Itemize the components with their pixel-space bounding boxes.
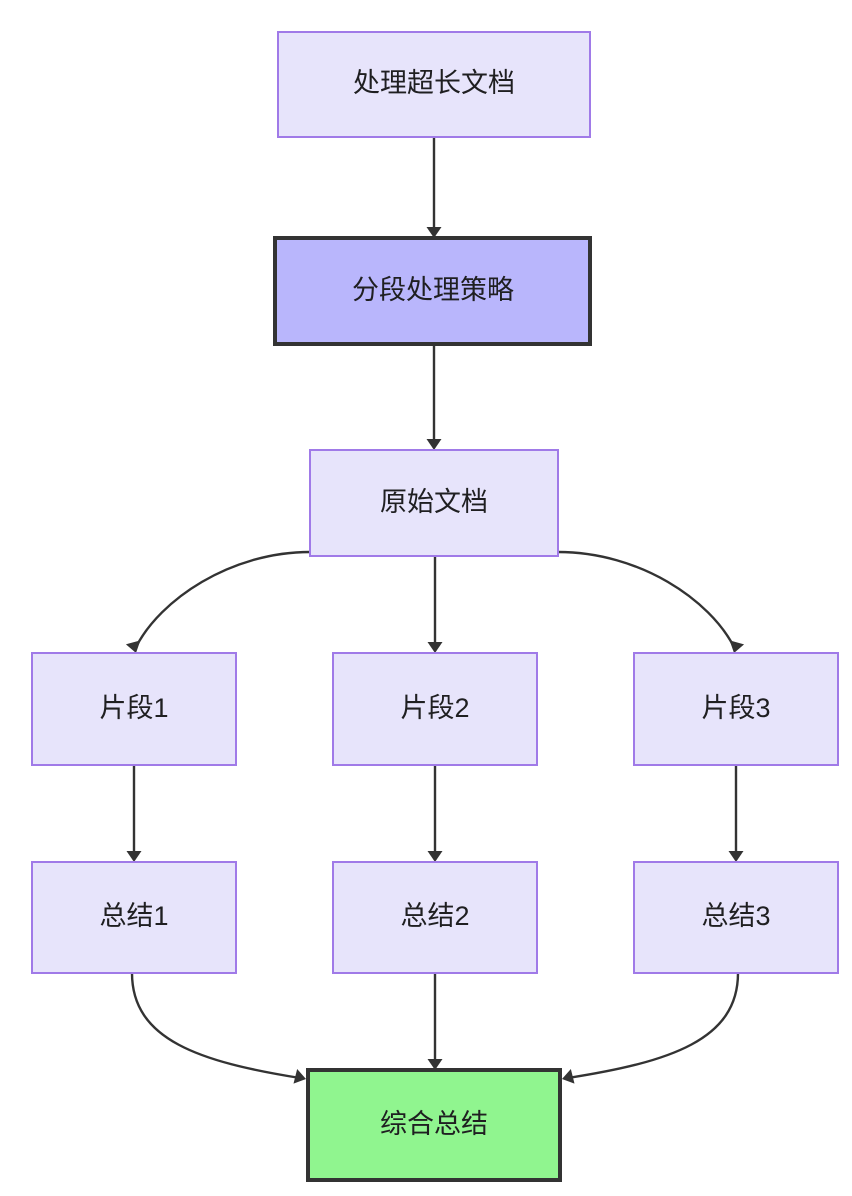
arrowhead-e11 bbox=[562, 1069, 575, 1084]
node-box-s1[interactable] bbox=[31, 861, 237, 974]
arrowhead-e10 bbox=[427, 1059, 443, 1070]
node-n3[interactable]: 原始文档 bbox=[309, 449, 559, 557]
node-n1[interactable]: 处理超长文档 bbox=[277, 31, 591, 138]
node-box-fin[interactable] bbox=[306, 1068, 562, 1182]
node-label-f2: 片段2 bbox=[400, 693, 469, 723]
node-s1[interactable]: 总结1 bbox=[31, 861, 237, 974]
node-fin[interactable]: 综合总结 bbox=[306, 1068, 562, 1182]
edge-n3-to-f3 bbox=[557, 550, 736, 648]
edge-s1-to-fin bbox=[130, 972, 301, 1080]
node-s3[interactable]: 总结3 bbox=[633, 861, 839, 974]
node-box-f3[interactable] bbox=[633, 652, 839, 766]
edge-s3-to-fin bbox=[567, 972, 740, 1080]
node-box-f1[interactable] bbox=[31, 652, 237, 766]
node-label-fin: 综合总结 bbox=[380, 1109, 488, 1139]
arrowhead-e7 bbox=[427, 851, 443, 862]
node-label-s1: 总结1 bbox=[99, 901, 168, 931]
node-label-f3: 片段3 bbox=[701, 693, 770, 723]
arrowhead-e8 bbox=[728, 851, 744, 862]
node-f1[interactable]: 片段1 bbox=[31, 652, 237, 766]
edge-n3-to-f1 bbox=[134, 550, 311, 648]
node-label-s3: 总结3 bbox=[701, 901, 770, 931]
node-box-n3[interactable] bbox=[309, 449, 559, 557]
arrowhead-e1 bbox=[426, 227, 442, 238]
node-label-s2: 总结2 bbox=[400, 901, 469, 931]
arrowhead-e4 bbox=[427, 642, 443, 653]
arrowhead-e5 bbox=[729, 640, 745, 653]
node-label-n1: 处理超长文档 bbox=[353, 68, 515, 98]
arrowhead-e3 bbox=[125, 640, 141, 653]
node-box-f2[interactable] bbox=[332, 652, 538, 766]
node-box-n1[interactable] bbox=[277, 31, 591, 138]
node-f3[interactable]: 片段3 bbox=[633, 652, 839, 766]
edges-layer bbox=[130, 137, 740, 1080]
arrowhead-e2 bbox=[426, 439, 442, 450]
node-box-s2[interactable] bbox=[332, 861, 538, 974]
node-box-n2[interactable] bbox=[273, 236, 592, 346]
node-label-f1: 片段1 bbox=[99, 693, 168, 723]
node-label-n3: 原始文档 bbox=[380, 487, 488, 517]
node-box-s3[interactable] bbox=[633, 861, 839, 974]
node-n2[interactable]: 分段处理策略 bbox=[273, 236, 592, 346]
node-label-n2: 分段处理策略 bbox=[352, 275, 514, 305]
node-s2[interactable]: 总结2 bbox=[332, 861, 538, 974]
arrowhead-e9 bbox=[293, 1069, 306, 1084]
arrowheads-layer bbox=[125, 227, 745, 1084]
arrowhead-e6 bbox=[126, 851, 142, 862]
node-f2[interactable]: 片段2 bbox=[332, 652, 538, 766]
